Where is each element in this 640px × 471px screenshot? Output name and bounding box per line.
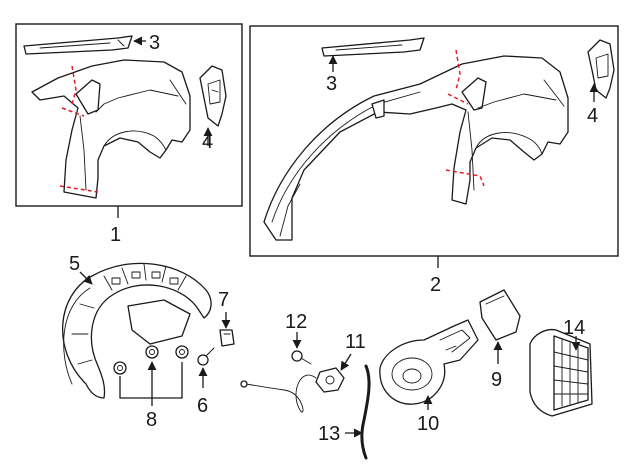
push-nut-icon	[113, 345, 189, 375]
door-lock-actuator-icon	[240, 367, 345, 413]
callout-11-leader	[340, 353, 352, 371]
callout-11: 11	[345, 331, 366, 353]
cut-lines-panel-2	[445, 49, 485, 187]
callout-2: 2	[430, 274, 441, 296]
callout-9: 9	[491, 369, 502, 391]
callout-4b: 4	[587, 105, 598, 127]
bolt-icon	[291, 350, 312, 365]
wheelhouse-liner-icon	[62, 262, 212, 399]
upper-rail-reinforcement-icon	[321, 37, 425, 57]
fuel-door-icon	[479, 289, 521, 341]
callout-10: 10	[417, 413, 439, 435]
callout-6: 6	[197, 395, 208, 417]
callout-8-bracket	[119, 362, 183, 399]
panel-1-frame	[15, 23, 243, 207]
air-vent-grille-icon	[529, 328, 593, 417]
callout-3a: 3	[149, 32, 160, 54]
fuel-filler-housing-icon	[379, 319, 479, 405]
panel-2-frame	[249, 25, 619, 257]
screw-icon	[197, 347, 215, 366]
lower-reinforcement-bracket-icon	[587, 39, 615, 99]
cut-lines-panel-1	[59, 65, 99, 193]
callout-3b: 3	[326, 73, 337, 95]
upper-rail-reinforcement-icon	[23, 35, 133, 55]
retainer-clip-icon	[219, 329, 235, 347]
callout-8: 8	[146, 409, 157, 431]
callout-5: 5	[69, 253, 80, 275]
quarter-panel-skin-icon	[31, 59, 191, 199]
drain-hose-icon	[360, 364, 371, 460]
callout-12: 12	[285, 311, 307, 333]
callout-5-leader	[79, 271, 93, 285]
quarter-panel-assembly-icon	[263, 55, 569, 241]
lower-reinforcement-bracket-icon	[199, 65, 227, 127]
callout-14: 14	[563, 317, 585, 339]
callout-7: 7	[218, 289, 229, 311]
callout-4a: 4	[202, 131, 213, 153]
callout-13: 13	[318, 423, 340, 445]
callout-1: 1	[110, 224, 121, 246]
